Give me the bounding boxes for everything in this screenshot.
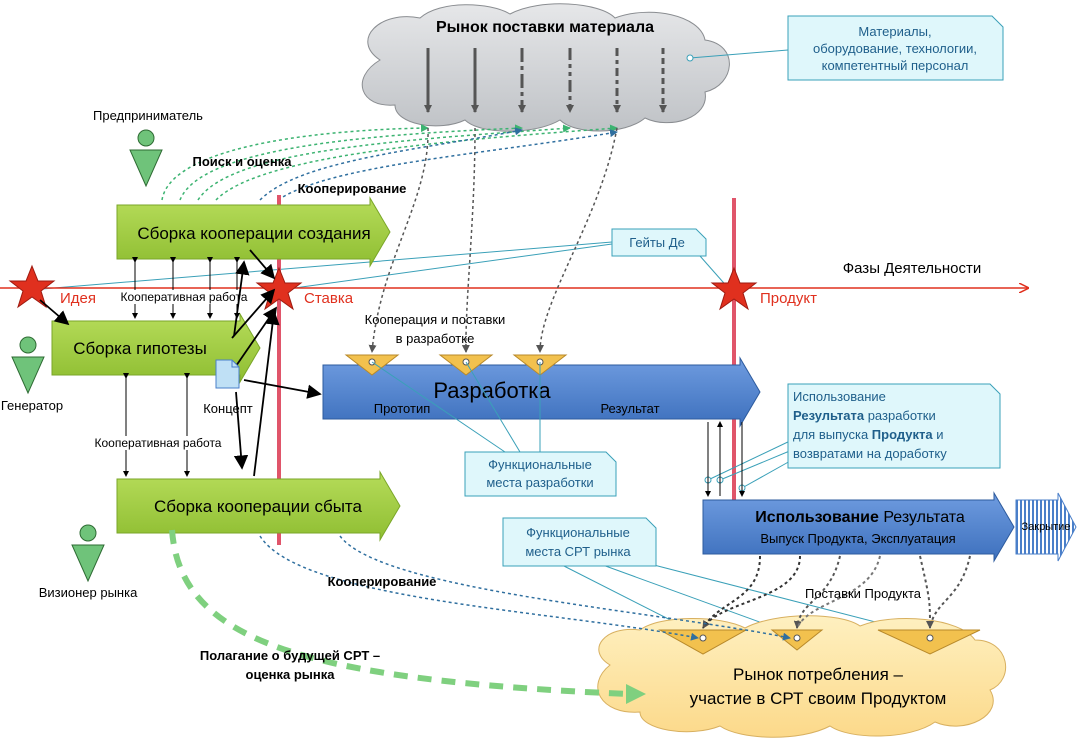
coop-work-2-label: Кооперативная работа: [95, 436, 222, 450]
bet-arrows: [39, 249, 322, 477]
forecast-arrow-head-icon: [626, 684, 646, 704]
development-title: Разработка: [433, 378, 551, 403]
coop-work-1-label: Кооперативная работа: [121, 290, 248, 304]
materials-callout-line2: оборудование, технологии,: [813, 41, 977, 56]
product-star-icon: [710, 266, 758, 311]
creation-block: [116, 196, 391, 268]
phases-label: Фазы Деятельности: [843, 260, 982, 277]
usage-callout-line4: возвратами на доработку: [793, 446, 947, 461]
usage-title-rest: Результата: [879, 509, 965, 526]
supply-arrows: [424, 48, 667, 113]
creation-block-label: Сборка кооперации создания: [137, 224, 370, 243]
usage-callout-line3-bold: Продукта: [872, 427, 934, 442]
gates-callout-text: Гейты Де: [629, 235, 685, 250]
usage-callout-line2-rest: разработки: [864, 408, 936, 423]
usage-callout-line1: Использование: [793, 389, 886, 404]
generator-icon: [11, 336, 45, 395]
forecast-arrow: [169, 529, 629, 697]
consumption-cloud-line2: участие в СРТ своим Продуктом: [690, 689, 947, 708]
search-links: [161, 124, 618, 201]
coop-work-2-bg: [78, 436, 238, 450]
visionary-label: Визионер рынка: [39, 585, 138, 600]
entrepreneur-label: Предприниматель: [93, 108, 203, 123]
func-dev-callout-line2: места разработки: [486, 475, 593, 490]
materials-callout-line1: Материалы,: [858, 24, 931, 39]
usage-callout-line3-post: и: [933, 427, 944, 442]
product-supply-label: Поставки Продукта: [805, 586, 922, 601]
usage-title: Использование Результата: [755, 509, 965, 526]
forecast-line2: оценка рынка: [246, 667, 336, 682]
coop-supply-line1: Кооперация и поставки: [365, 312, 506, 327]
usage-callout-line3: для выпуска Продукта и: [793, 427, 943, 442]
coop-supply-line2: в разработке: [396, 331, 475, 346]
product-label: Продукт: [760, 290, 817, 307]
development-result: Результат: [600, 401, 659, 416]
search-label: Поиск и оценка: [193, 154, 293, 169]
entrepreneur-icon: [129, 129, 163, 188]
hypothesis-block: [51, 312, 261, 384]
visionary-icon: [71, 524, 105, 583]
materials-callout: [686, 15, 1004, 81]
product-gate-bar: [732, 198, 736, 510]
usage-result-callout: [704, 383, 1001, 492]
concept-label: Концепт: [203, 401, 253, 416]
func-dev-callout-line1: Функциональные: [488, 457, 592, 472]
usage-callout-line3-pre: для выпуска: [793, 427, 872, 442]
usage-title-bold: Использование: [755, 509, 879, 526]
market-gate-3-icon: [877, 629, 981, 655]
closing-label: Закрытие: [1022, 521, 1071, 533]
bet-star-icon: [255, 266, 303, 311]
gates-callout: [611, 228, 707, 257]
hypothesis-block-label: Сборка гипотезы: [73, 339, 207, 358]
func-srt-callout-line2: места СРТ рынка: [525, 544, 631, 559]
bet-gate-bar: [277, 195, 281, 545]
idea-star-icon: [8, 264, 56, 309]
func-srt-callout-line1: Функциональные: [526, 525, 630, 540]
development-prototype: Прототип: [374, 401, 431, 416]
supply-market-cloud: [361, 3, 730, 132]
forecast-line1: Полагание о будущей СРТ –: [200, 648, 380, 663]
materials-callout-line3: компетентный персонал: [822, 58, 969, 73]
usage-sub: Выпуск Продукта, Эксплуатация: [760, 531, 955, 546]
usage-callout-line2-bold: Результата: [793, 408, 865, 423]
sales-coop-curves: [259, 535, 791, 641]
sales-block-label: Сборка кооперации сбыта: [154, 497, 363, 516]
usage-callout-line2: Результата разработки: [793, 408, 936, 423]
cooperation-bottom-label: Кооперирование: [328, 574, 437, 589]
consumption-cloud-line1: Рынок потребления –: [733, 665, 904, 684]
concept-document-icon: [215, 359, 240, 389]
supply-market-title: Рынок поставки материала: [436, 19, 654, 36]
func-dev-callout: [371, 361, 617, 497]
market-gate-1-icon: [658, 629, 748, 655]
bet-label: Ставка: [304, 290, 354, 307]
sales-block: [116, 470, 401, 542]
closing-arrow: [1015, 492, 1077, 562]
product-supply-curves: [702, 555, 971, 629]
cooperation-top-label: Кооперирование: [298, 181, 407, 196]
usage-block: [702, 491, 1015, 563]
generator-label: Генератор: [1, 398, 63, 413]
dev-supply-curves: [368, 127, 618, 353]
dev-usage-arrows: [705, 421, 745, 497]
idea-label: Идея: [60, 290, 96, 307]
development-block: [322, 356, 761, 428]
coop-work-1-bg: [104, 290, 264, 304]
